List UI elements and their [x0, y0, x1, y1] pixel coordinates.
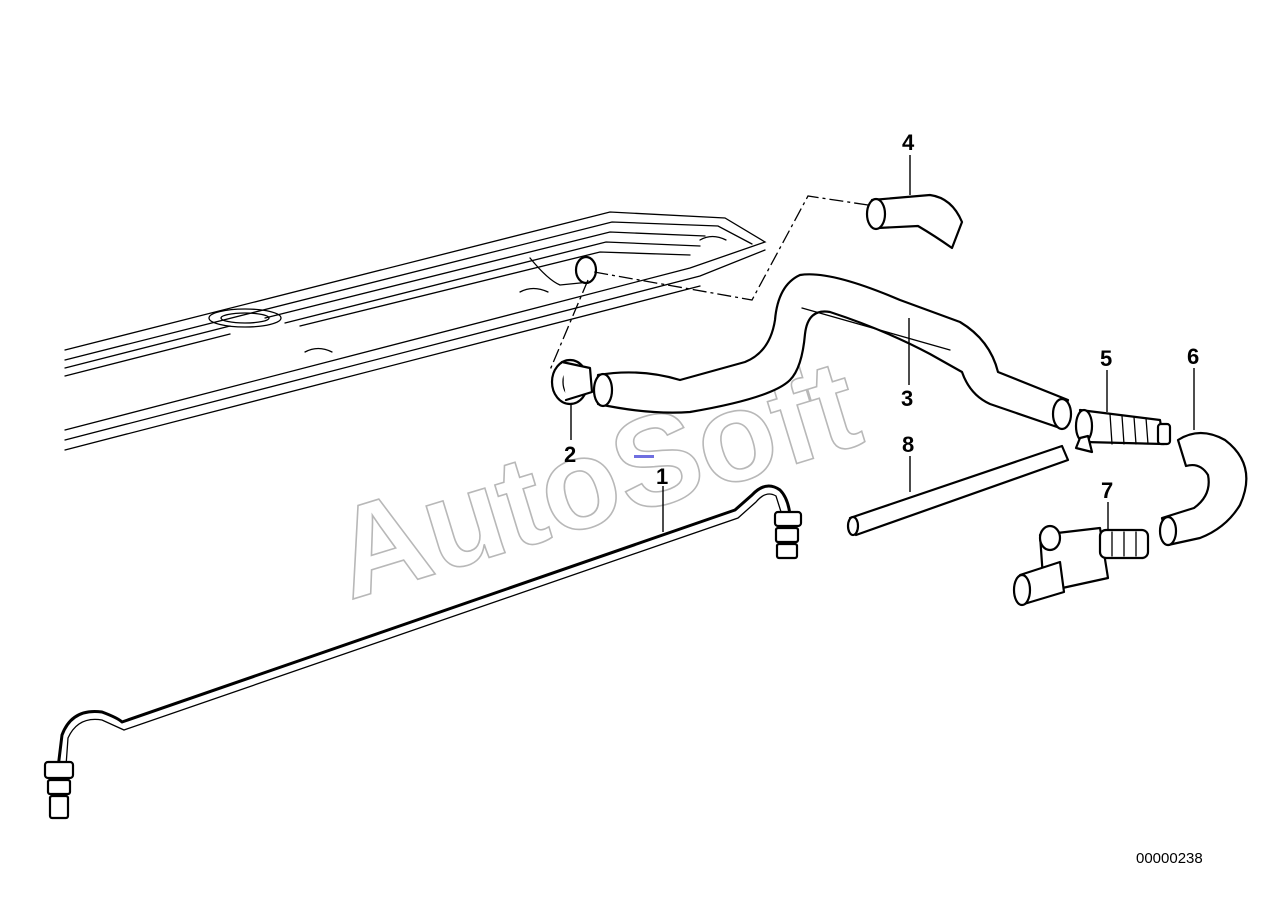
- callout-8: 8: [902, 432, 914, 457]
- part-2-clamp: [550, 358, 594, 406]
- part-7-valve: [1012, 524, 1150, 607]
- part-1-pipe: [43, 484, 803, 820]
- valve-cover: [64, 211, 767, 451]
- callout-5: 5: [1100, 346, 1112, 371]
- marker: [634, 455, 654, 458]
- document-number: 00000238: [1136, 850, 1203, 867]
- assembly-lines: [549, 195, 869, 371]
- part-3-hose: [592, 273, 1073, 431]
- callout-3: 3: [901, 386, 913, 411]
- callout-7: 7: [1101, 478, 1113, 503]
- part-5-t-connector: [1074, 408, 1172, 454]
- callout-4: 4: [902, 130, 915, 155]
- callout-1: 1: [656, 464, 668, 489]
- leader-lines: [570, 155, 1195, 532]
- callout-6: 6: [1187, 344, 1199, 369]
- part-4-elbow-hose: [865, 193, 964, 250]
- callout-2: 2: [564, 442, 576, 467]
- part-8-straight-hose: [846, 444, 1070, 537]
- part-6-bent-hose: [1158, 431, 1248, 547]
